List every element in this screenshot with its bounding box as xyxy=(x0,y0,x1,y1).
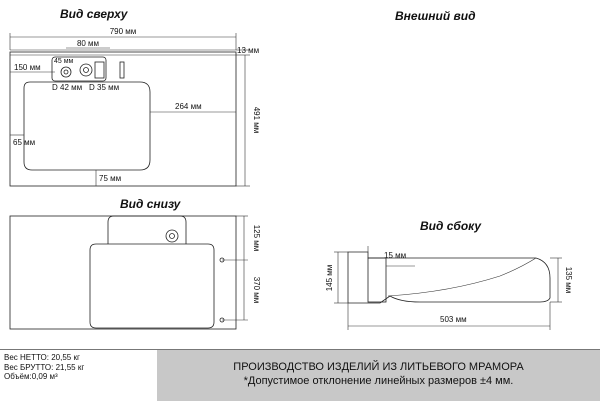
net-weight: Вес НЕТТО: 20,55 кг xyxy=(4,353,80,362)
dim-491-label: 491 мм xyxy=(252,107,261,134)
manufacturer-banner: ПРОИЗВОДСТВО ИЗДЕЛИЙ ИЗ ЛИТЬЕВОГО МРАМОР… xyxy=(157,350,600,401)
bottom-view-outline xyxy=(9,215,237,330)
side-basin-curve xyxy=(387,257,537,297)
banner-note: *Допустимое отклонение линейных размеров… xyxy=(243,375,514,387)
dim-135-label: 135 мм xyxy=(564,267,573,294)
bottom-view-title: Вид снизу xyxy=(120,197,182,211)
banner-title: ПРОИЗВОДСТВО ИЗДЕЛИЙ ИЗ ЛИТЬЕВОГО МРАМОР… xyxy=(233,361,524,373)
drain-hole xyxy=(165,229,179,243)
title-block: Вес НЕТТО: 20,55 кг Вес БРУТТО: 21,55 кг… xyxy=(0,349,600,401)
hole-d42-center xyxy=(63,69,69,75)
top-view-title: Вид сверху xyxy=(60,7,129,21)
hole-d35 xyxy=(79,63,93,77)
hole-d35-center xyxy=(83,67,89,73)
side-drain-block xyxy=(367,257,387,303)
top-view-outline xyxy=(9,51,237,187)
dim-370-label: 370 мм xyxy=(252,277,261,304)
dim-taps-label: 80 мм xyxy=(77,39,99,48)
drain-hole-center xyxy=(169,233,175,239)
dim-13-label: 13 мм xyxy=(237,46,259,55)
dim-125-label: 125 мм xyxy=(252,225,261,252)
dim-264-label: 264 мм xyxy=(175,102,202,111)
drain-housing xyxy=(107,215,187,244)
hole-d42-label: D 42 мм xyxy=(52,83,82,92)
top-basin xyxy=(23,81,151,171)
exterior-title: Внешний вид xyxy=(395,9,476,23)
gross-weight: Вес БРУТТО: 21,55 кг xyxy=(4,362,85,372)
dim-65-label: 65 мм xyxy=(13,138,35,147)
volume: Объём:0,09 м³ xyxy=(4,372,58,381)
dim-45-label: 45 мм xyxy=(54,58,74,65)
tap-slot xyxy=(94,61,105,79)
dim-503-label: 503 мм xyxy=(440,315,467,324)
dim-width-label: 790 мм xyxy=(110,27,137,36)
hole-d42 xyxy=(60,66,72,78)
bottom-basin xyxy=(89,243,215,329)
weights-block: Вес НЕТТО: 20,55 кг Вес БРУТТО: 21,55 кг… xyxy=(4,353,154,382)
side-profile xyxy=(347,251,551,304)
side-view-title: Вид сбоку xyxy=(420,219,482,233)
dim-145-label: 145 мм xyxy=(325,265,334,292)
side-slot xyxy=(119,61,125,79)
dim-15-label: 15 мм xyxy=(384,251,406,260)
tap-block xyxy=(51,56,107,82)
dim-75-label: 75 мм xyxy=(99,174,121,183)
hole-d35-label: D 35 мм xyxy=(89,83,119,92)
dim-150-label: 150 мм xyxy=(14,63,41,72)
